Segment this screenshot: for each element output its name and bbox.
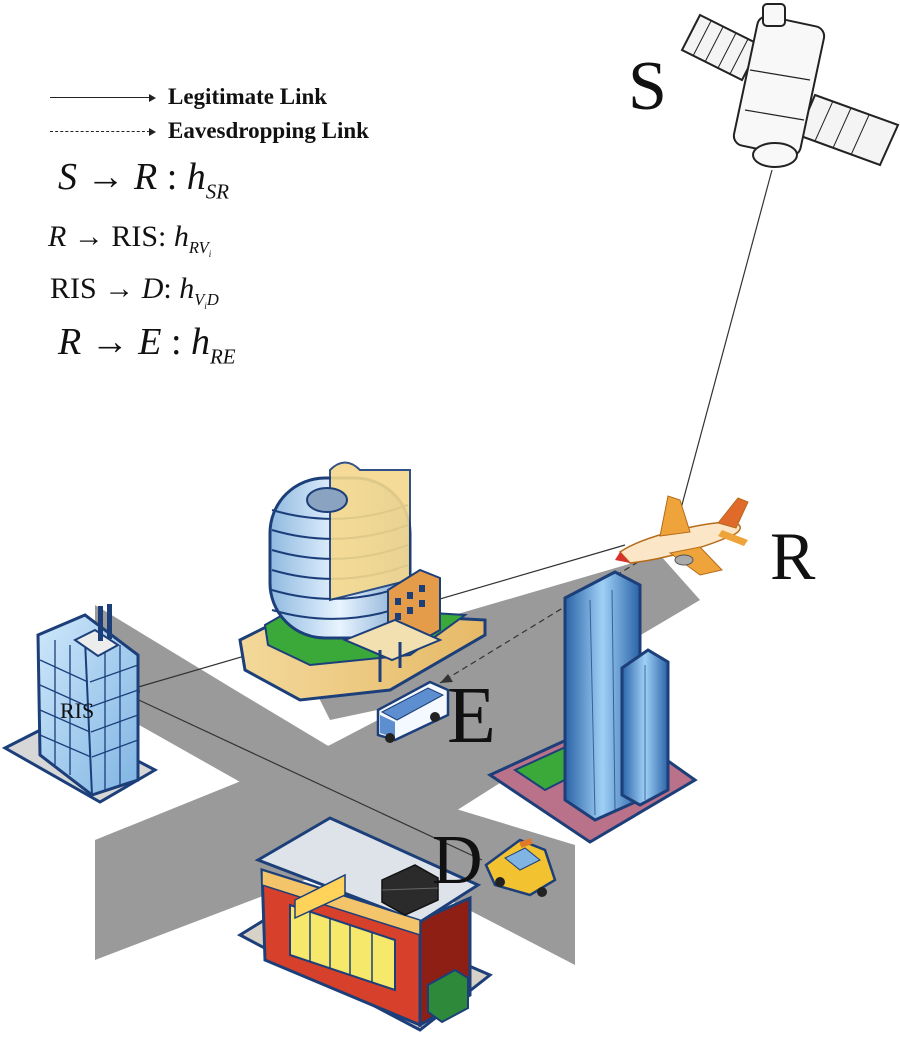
ris-building-icon <box>1 604 159 804</box>
eavesdropper-label: E <box>447 672 496 760</box>
solid-arrow-icon <box>50 93 156 102</box>
airplane-icon <box>615 495 749 576</box>
legend: Legitimate Link Eavesdropping Link <box>50 82 470 382</box>
destination-label: D <box>432 822 483 899</box>
legend-legitimate-label: Legitimate Link <box>168 84 328 109</box>
channel-ris-d: RIS → D: hViD <box>50 272 219 312</box>
relay-label: R <box>770 518 816 594</box>
link-s-to-r <box>675 169 773 528</box>
legend-eavesdropping-label: Eavesdropping Link <box>168 118 369 143</box>
channel-sr: S → R : hSR <box>58 156 229 204</box>
channel-re: R → E : hRE <box>58 321 236 369</box>
link-ris-to-d <box>127 694 483 861</box>
link-r-to-e-arrowhead <box>440 674 453 683</box>
ris-label: RIS <box>60 698 95 723</box>
dashed-arrow-icon <box>50 127 156 136</box>
channel-r-ris: R → RIS: hRVi <box>48 220 212 260</box>
office-building-round-icon <box>238 461 487 702</box>
link-r-to-e <box>439 561 639 684</box>
skyscraper-icon <box>486 570 698 844</box>
bus-icon <box>376 680 450 743</box>
legend-legitimate-row: Legitimate Link <box>50 82 327 112</box>
legend-eavesdropping-row: Eavesdropping Link <box>50 116 369 146</box>
satellite-label: S <box>628 48 667 125</box>
store-building-icon <box>236 816 493 1032</box>
taxi-icon <box>484 838 557 897</box>
satellite-icon <box>680 3 900 168</box>
